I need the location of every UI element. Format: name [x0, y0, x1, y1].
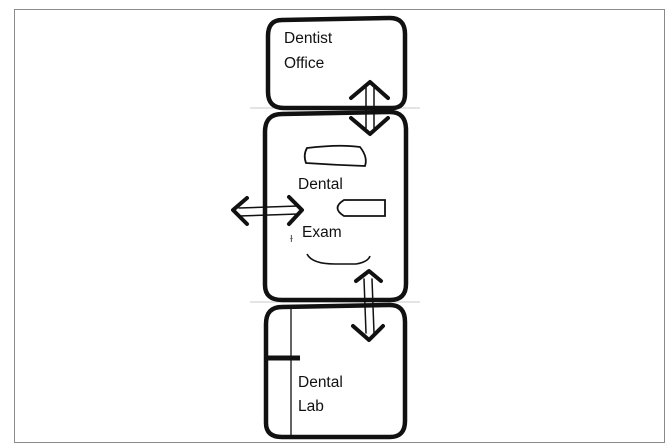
office-label-line2: Office: [284, 55, 325, 72]
exam-lab-arrow: [351, 269, 385, 342]
exam-label-line1: Dental: [298, 173, 349, 197]
exam-label-line2: Exam: [302, 221, 402, 245]
office-room-outline: [265, 15, 408, 111]
exam-room-outline: [262, 109, 409, 303]
lab-label-line2: Lab: [298, 398, 324, 415]
lab-room-outline: [263, 302, 408, 440]
equipment-sketch: [336, 199, 386, 217]
entry-exam-arrow: [231, 195, 304, 226]
office-exam-arrow: [349, 80, 390, 136]
dental-chair-sketch: [303, 144, 367, 167]
tray-sketch: [306, 253, 371, 265]
exam-tick-mark: ᵻ: [290, 230, 293, 245]
office-label-line1: Dentist: [284, 30, 333, 47]
lab-label-line1: Dental: [298, 374, 343, 391]
